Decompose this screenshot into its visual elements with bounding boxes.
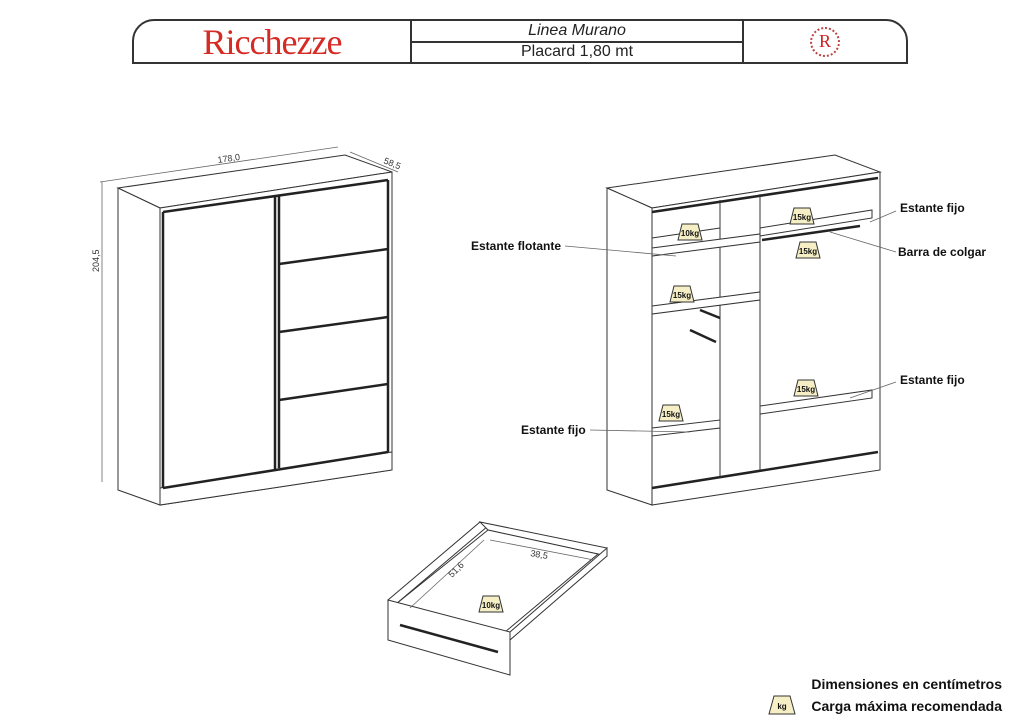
label-fixed-shelf-top: Estante fijo xyxy=(900,201,965,215)
height-dimension: 204,5 xyxy=(91,249,101,272)
svg-text:15kg: 15kg xyxy=(793,213,811,222)
wardrobe-closed: 178,0 58,5 204,5 xyxy=(91,146,402,506)
product-name: Placard 1,80 mt xyxy=(520,43,634,61)
weight-icon: 10kg xyxy=(478,595,504,613)
title-cell: Linea Murano Placard 1,80 mt xyxy=(412,21,744,62)
weight-icon: 15kg xyxy=(669,285,695,303)
svg-text:15kg: 15kg xyxy=(673,291,691,300)
kg-legend-icon: kg xyxy=(768,695,796,715)
svg-text:15kg: 15kg xyxy=(797,385,815,394)
label-fixed-shelf-left: Estante fijo xyxy=(521,423,586,437)
weight-icon: 15kg xyxy=(795,241,821,259)
weight-icon: 15kg xyxy=(793,379,819,397)
weight-icon: 15kg xyxy=(658,404,684,422)
label-floating-shelf: Estante flotante xyxy=(471,239,561,253)
weight-icon: 15kg xyxy=(789,207,815,225)
product-line: Linea Murano xyxy=(412,21,742,43)
svg-text:15kg: 15kg xyxy=(799,247,817,256)
svg-text:10kg: 10kg xyxy=(482,601,500,610)
wardrobe-open: Estante fijo Barra de colgar Estante flo… xyxy=(471,154,986,506)
drawer: 51,6 38,5 xyxy=(387,521,608,676)
label-hanging-rod: Barra de colgar xyxy=(898,245,986,259)
seal-logo: R xyxy=(744,21,906,62)
brand-logo: Ricchezze xyxy=(134,21,412,62)
width-dimension: 178,0 xyxy=(217,152,241,165)
weight-icon: 10kg xyxy=(677,223,703,241)
svg-text:kg: kg xyxy=(777,702,786,711)
units-note: Dimensiones en centímetros xyxy=(811,676,1002,692)
load-legend: Carga máxima recomendada xyxy=(811,698,1002,714)
drawer-width-dimension: 38,5 xyxy=(530,548,549,561)
svg-text:15kg: 15kg xyxy=(662,410,680,419)
title-block: Ricchezze Linea Murano Placard 1,80 mt R xyxy=(132,19,908,64)
svg-text:10kg: 10kg xyxy=(681,229,699,238)
label-fixed-shelf-right: Estante fijo xyxy=(900,373,965,387)
